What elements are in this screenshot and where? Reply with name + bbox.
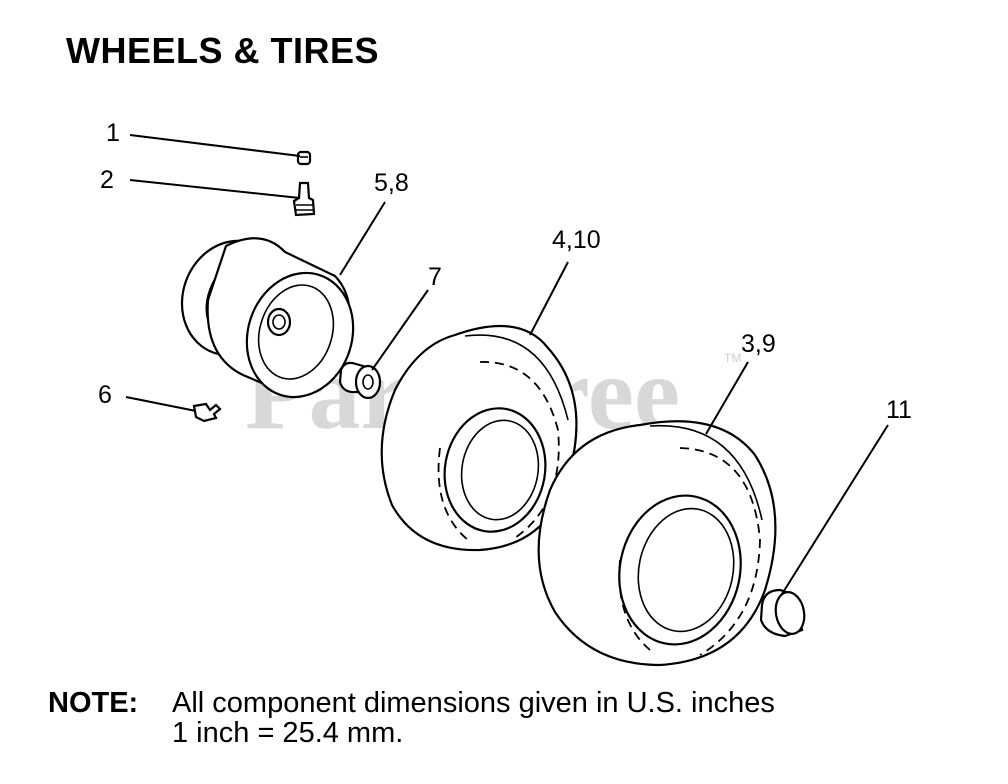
note-label: NOTE: [48,687,139,719]
callout-4-10: 4,10 [552,226,601,254]
note-line-1: All component dimensions given in U.S. i… [172,687,775,719]
diagram-title: WHEELS & TIRES [66,30,380,71]
callout-3-9: 3,9 [741,330,776,358]
callout-2: 2 [100,166,114,194]
callout-11: 11 [886,396,912,424]
dimension-note: NOTE: All component dimensions given in U… [48,688,775,748]
leader-line-11 [781,424,889,595]
callout-7: 7 [428,263,442,291]
leader-line-2 [129,179,301,199]
leader-line-3-9 [705,361,749,435]
leader-line-5-8 [339,201,386,276]
rear-tire-part[interactable] [537,420,777,667]
leader-line-4-10 [529,261,569,336]
note-line-2: 1 inch = 25.4 mm. [172,717,404,749]
callout-5-8: 5,8 [374,169,409,197]
valve-stem-part[interactable] [292,181,316,217]
leader-line-7 [371,289,429,371]
front-tire-part[interactable] [380,324,578,552]
wheel-rim-part[interactable] [166,226,369,411]
callout-1: 1 [106,119,120,147]
hub-cap-part[interactable] [759,588,807,638]
callout-6: 6 [98,381,112,409]
leader-line-6 [125,396,197,412]
note-body: All component dimensions given in U.S. i… [172,688,775,748]
leader-line-1 [129,134,301,157]
bolt-part[interactable] [192,402,222,423]
watermark-tm: TM [724,351,741,365]
bushing-part[interactable] [338,361,382,400]
valve-cap-part[interactable] [296,150,312,166]
